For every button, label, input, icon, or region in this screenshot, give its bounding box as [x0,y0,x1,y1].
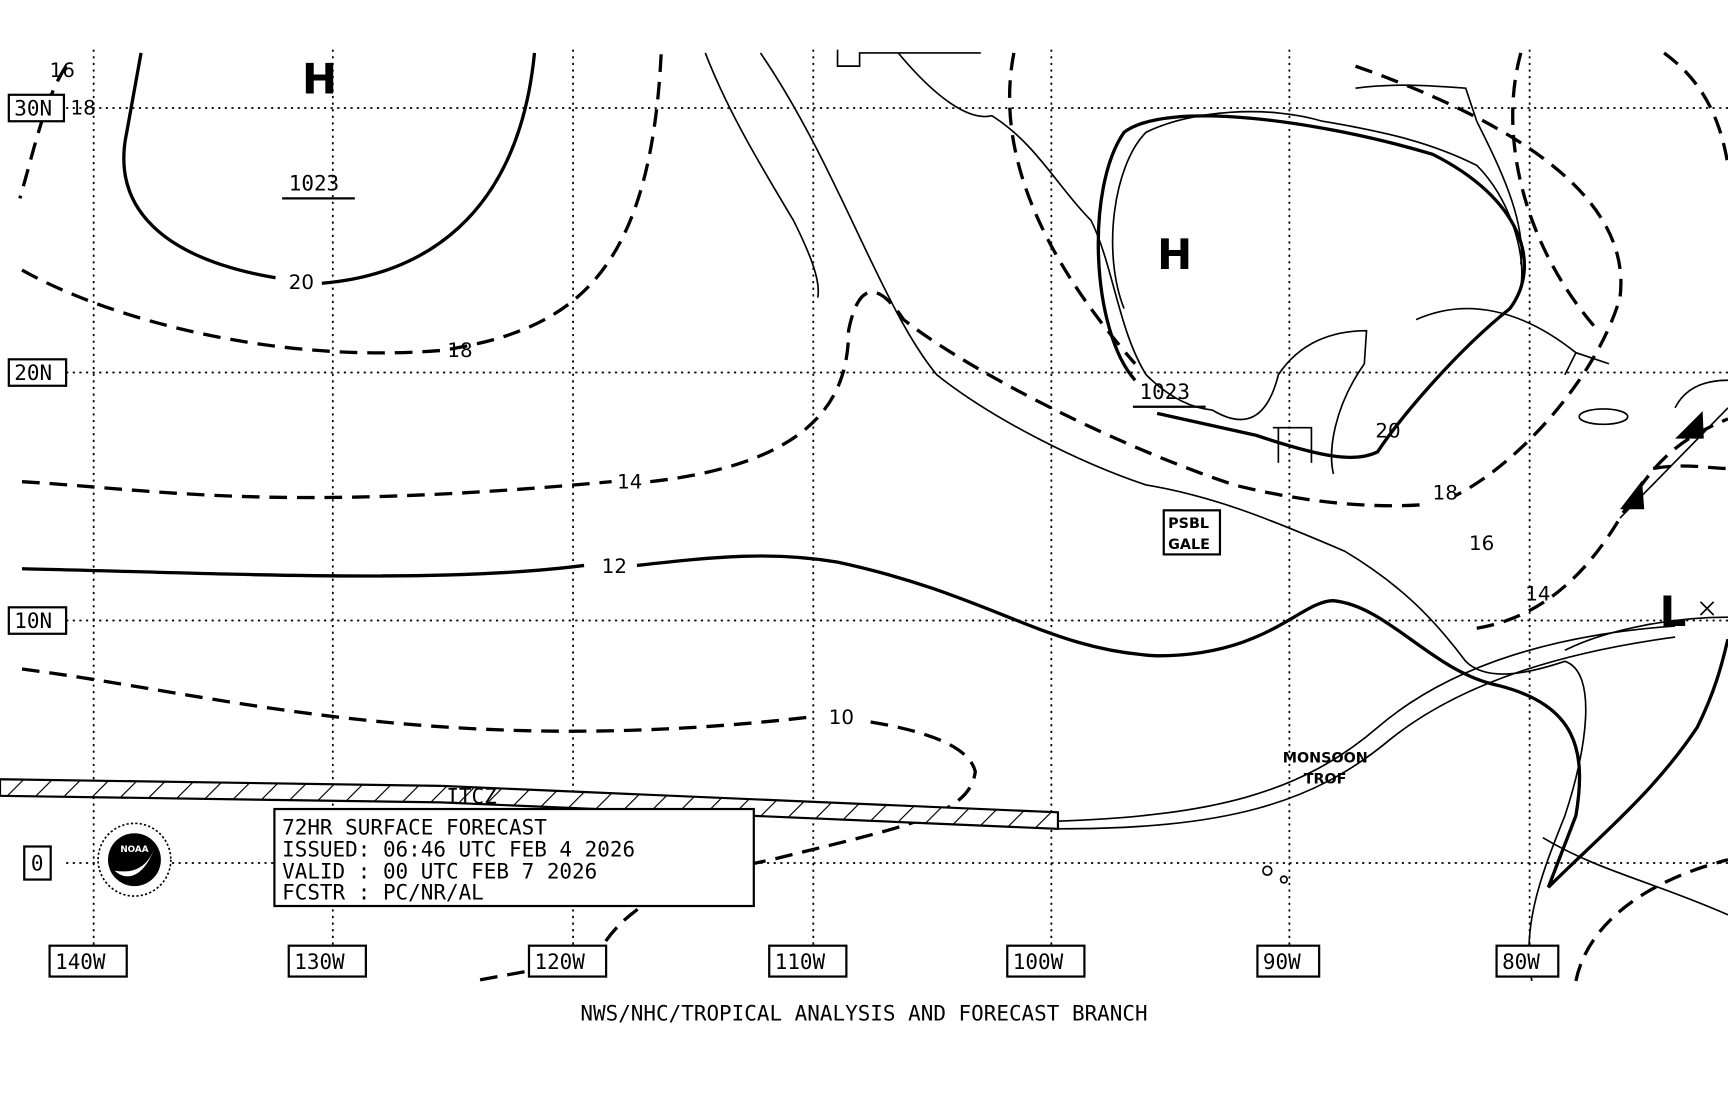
isobar-label: 18 [447,339,472,362]
gale-label: PSBL [1168,516,1209,532]
itcz-label: ITCZ [446,785,496,809]
isobar-label: 10 [829,706,854,729]
isobar-label: 16 [50,59,75,82]
high-pressure-value: 1023 [289,172,339,196]
monsoon-trough-label: TROF [1304,772,1347,788]
lon-label-130w: 130W [294,950,345,974]
high-pressure-value: 1023 [1140,380,1190,404]
valid-time: VALID : 00 UTC FEB 7 2026 [282,859,597,883]
monsoon-trough-label: MONSOON [1283,751,1368,767]
lat-label-10n: 10N [14,609,52,633]
lon-label-110w: 110W [775,950,826,974]
low-pressure-label: L [1660,587,1687,636]
isobar-label: 18 [1433,481,1458,504]
forecasters: FCSTR : PC/NR/AL [282,880,484,904]
footer-credit: NWS/NHC/TROPICAL ANALYSIS AND FORECAST B… [580,1002,1147,1026]
high-pressure-label: H [1157,230,1192,279]
gale-label: GALE [1168,537,1210,553]
lon-label-90w: 90W [1263,950,1301,974]
monsoon-trough [1057,625,1676,830]
lon-label-120w: 120W [534,950,585,974]
possible-gale-warning: PSBL GALE [1162,509,1222,556]
isobar-label: 20 [289,271,314,294]
lon-label-140w: 140W [55,950,106,974]
lat-label-0: 0 [31,852,44,876]
issued-time: ISSUED: 06:46 UTC FEB 4 2026 [282,837,635,861]
longitude-labels: 140W 130W 120W 110W 100W 90W 80W [48,944,1560,978]
cold-front [1619,407,1728,519]
isobar-label: 12 [602,555,627,578]
isobar-label: 14 [1525,583,1550,606]
noaa-logo: NOAA [97,822,172,897]
forecast-title: 72HR SURFACE FORECAST [282,815,547,839]
isobar-label: 20 [1375,420,1400,443]
lon-label-80w: 80W [1502,950,1540,974]
isobar-label: 14 [617,470,642,493]
high-pressure-label: H [302,55,337,104]
forecast-info-box: 72HR SURFACE FORECAST ISSUED: 06:46 UTC … [273,807,755,908]
isobar-label: 18 [71,97,96,120]
lat-label-20n: 20N [14,361,52,385]
isobars [18,51,1728,983]
lon-label-100w: 100W [1013,950,1064,974]
latitude-labels: 30N 20N 10N 0 [7,93,68,881]
noaa-logo-text: NOAA [120,845,148,855]
isobar-label: 16 [1469,532,1494,555]
isobar-labels: 16 18 20 18 14 12 10 20 18 16 14 [50,59,1551,729]
low-center-x-marker [1699,601,1715,616]
pressure-centers: H 1023 H 1023 L [282,55,1715,636]
lat-label-30n: 30N [14,97,52,121]
